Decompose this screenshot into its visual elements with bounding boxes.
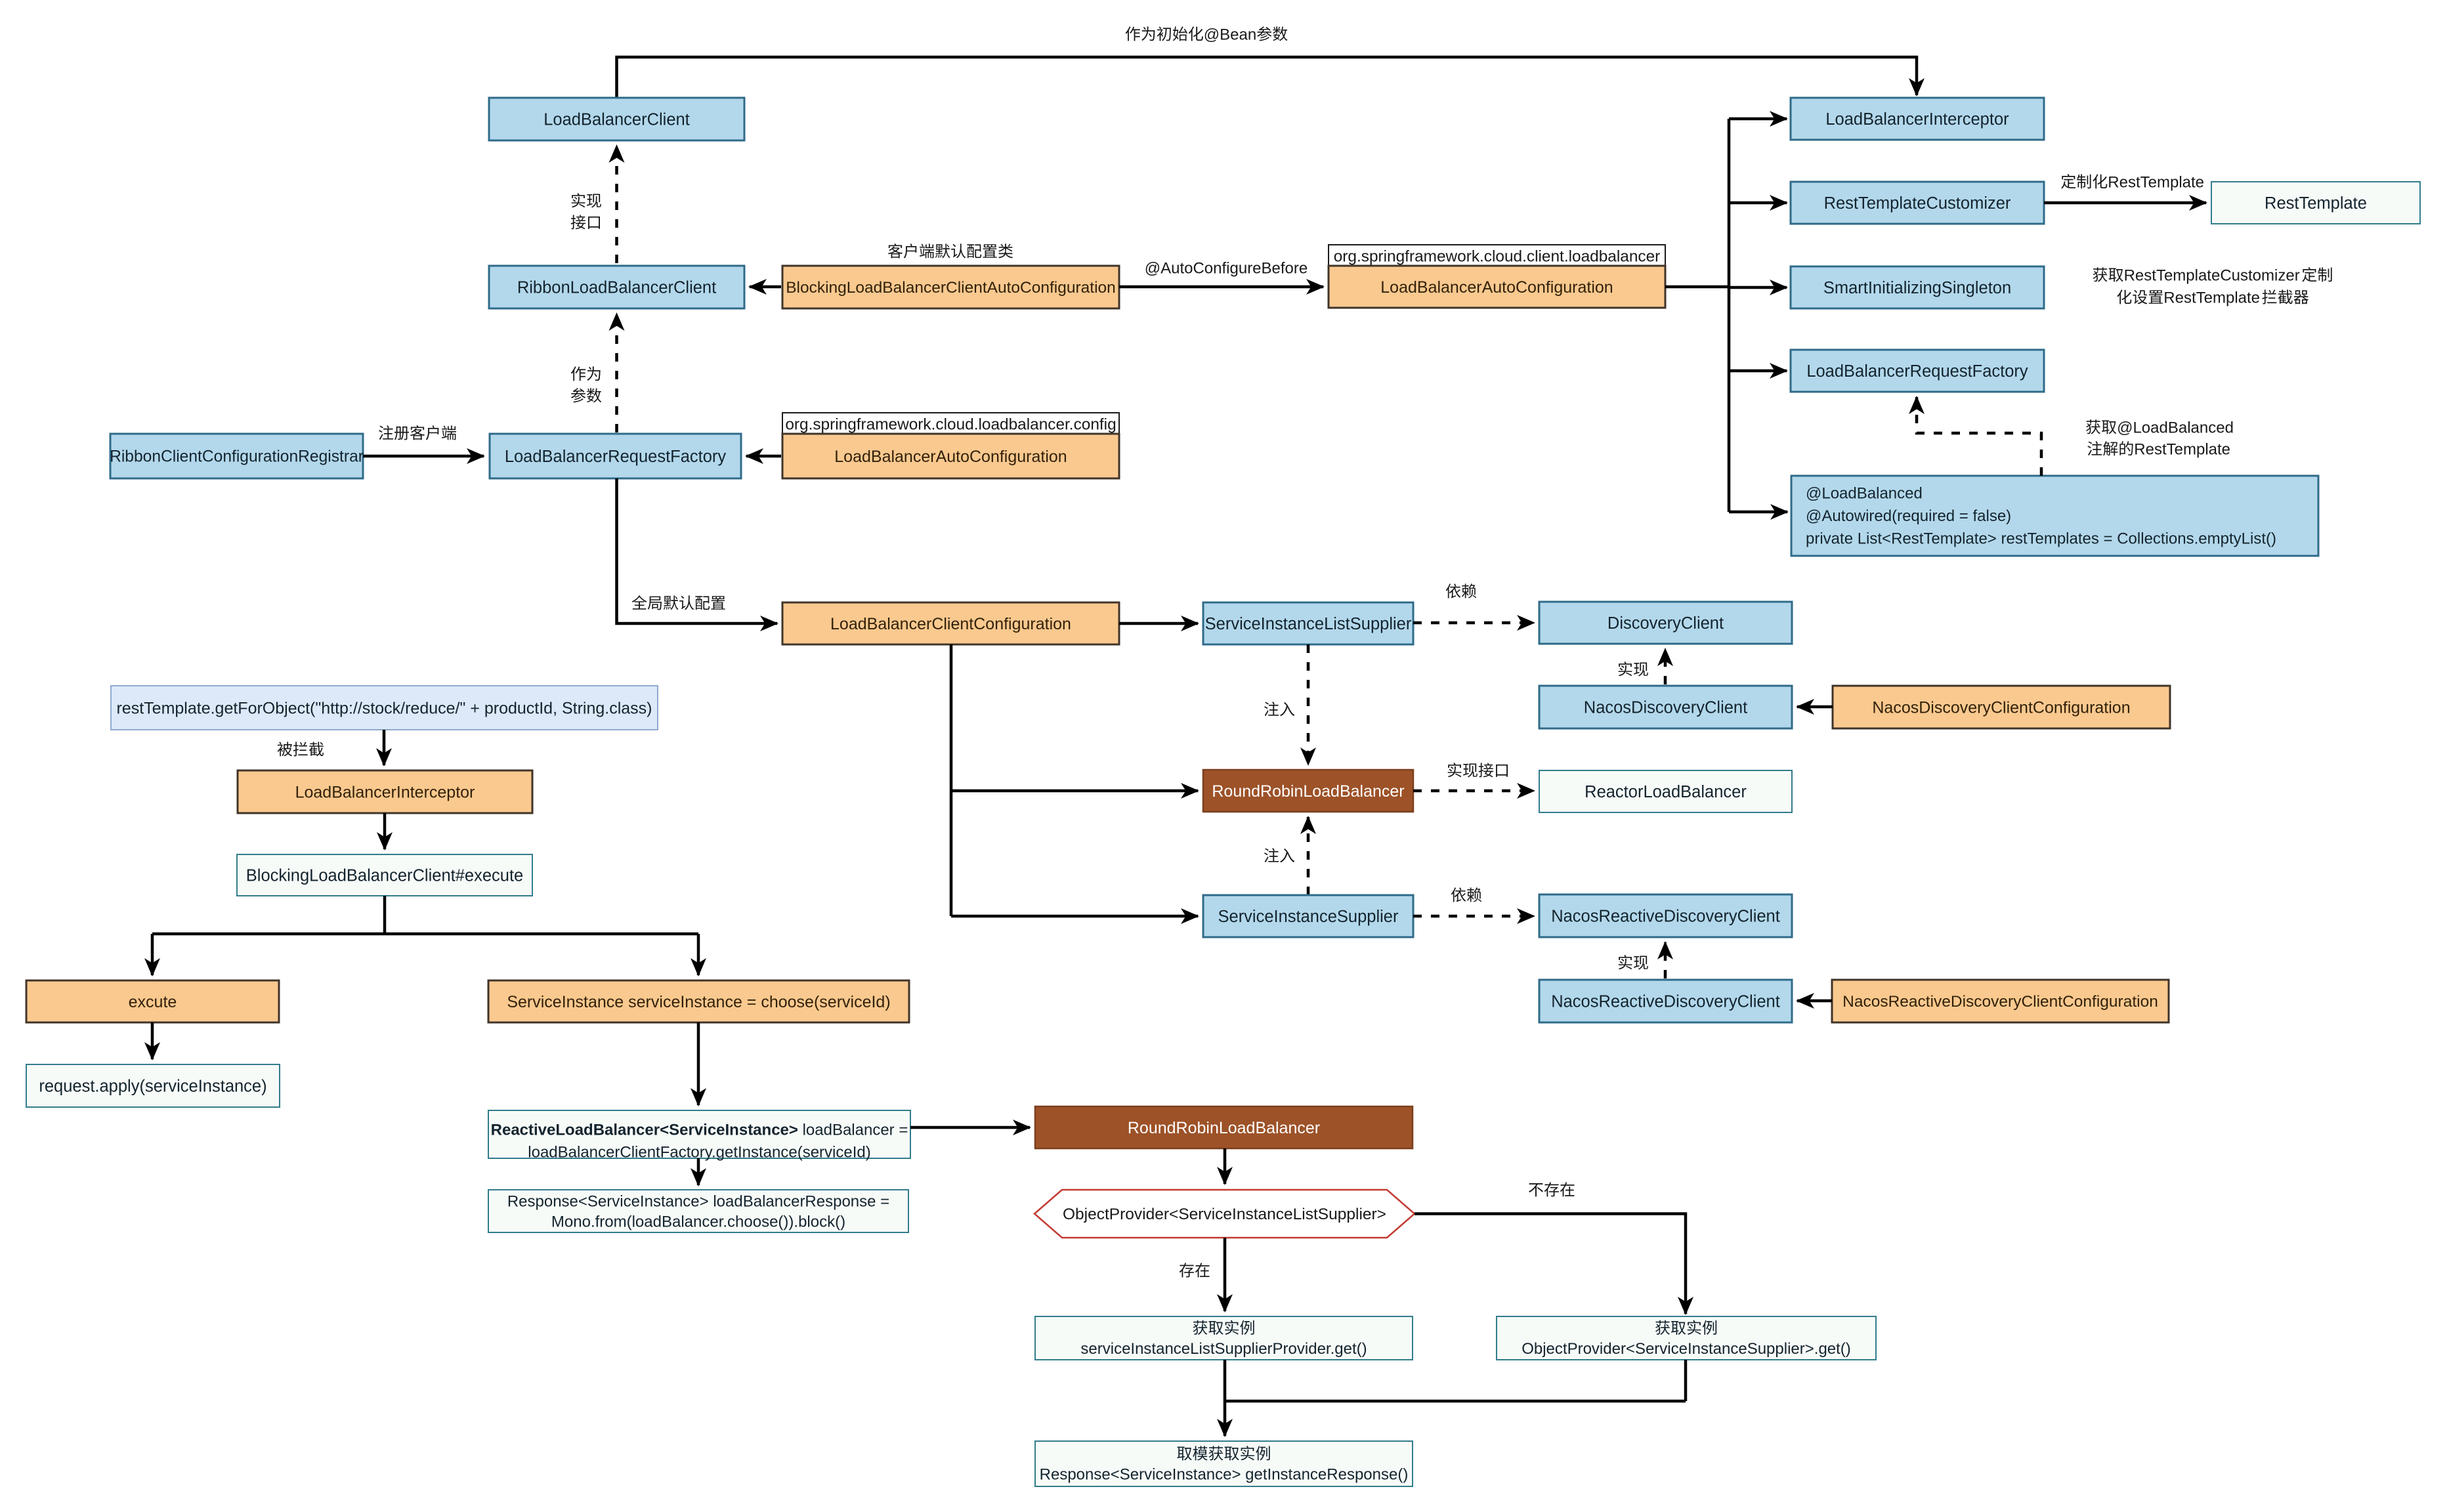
svg-text:NacosReactiveDiscoveryClient: NacosReactiveDiscoveryClient	[1551, 908, 1780, 926]
svg-text:ReactorLoadBalancer: ReactorLoadBalancer	[1585, 783, 1747, 801]
svg-text:NacosReactiveDiscoveryClient: NacosReactiveDiscoveryClient	[1551, 993, 1780, 1011]
svg-text:org.springframework.cloud.clie: org.springframework.cloud.client.loadbal…	[1334, 248, 1661, 266]
svg-text:ObjectProvider<ServiceInstance: ObjectProvider<ServiceInstanceSupplier>.…	[1521, 1340, 1851, 1358]
svg-text:LoadBalancerInterceptor: LoadBalancerInterceptor	[295, 783, 475, 801]
svg-text:@Bean: @Bean	[1204, 26, 1256, 44]
svg-text:ServiceInstanceListSupplier: ServiceInstanceListSupplier	[1205, 615, 1412, 633]
svg-text:LoadBalancerRequestFactory: LoadBalancerRequestFactory	[505, 448, 727, 466]
svg-text:request.apply(serviceInstance): request.apply(serviceInstance)	[39, 1078, 266, 1096]
svg-text:LoadBalancerClientConfiguratio: LoadBalancerClientConfiguration	[830, 615, 1071, 633]
svg-text:LoadBalancerAutoConfiguration: LoadBalancerAutoConfiguration	[834, 448, 1067, 466]
svg-text:excute: excute	[129, 993, 177, 1011]
svg-text:RoundRobinLoadBalancer: RoundRobinLoadBalancer	[1128, 1119, 1320, 1137]
svg-text:LoadBalancerClient: LoadBalancerClient	[543, 111, 690, 129]
svg-text:NacosDiscoveryClient: NacosDiscoveryClient	[1584, 699, 1747, 717]
svg-text:@LoadBalanced: @LoadBalanced	[2117, 419, 2234, 437]
svg-text:BlockingLoadBalancerClient#exe: BlockingLoadBalancerClient#execute	[246, 867, 523, 885]
svg-text:restTemplate.getForObject("htt: restTemplate.getForObject("http://stock/…	[116, 699, 652, 717]
svg-text:LoadBalancerRequestFactory: LoadBalancerRequestFactory	[1806, 362, 2028, 381]
svg-text:ServiceInstanceSupplier: ServiceInstanceSupplier	[1218, 908, 1399, 926]
svg-text:private List<RestTemplate> res: private List<RestTemplate> restTemplates…	[1806, 530, 2276, 548]
svg-text:LoadBalancerInterceptor: LoadBalancerInterceptor	[1825, 110, 2009, 129]
svg-text:RestTemplate: RestTemplate	[2134, 441, 2230, 459]
svg-text:ObjectProvider<ServiceInstance: ObjectProvider<ServiceInstanceListSuppli…	[1063, 1206, 1386, 1223]
svg-text:RibbonClientConfigurationRegis: RibbonClientConfigurationRegistrar	[110, 448, 364, 466]
svg-text:Mono.from(loadBalancer.choose(: Mono.from(loadBalancer.choose()).block()	[551, 1213, 845, 1231]
svg-text:RestTemplate: RestTemplate	[2108, 174, 2204, 192]
svg-text:RoundRobinLoadBalancer: RoundRobinLoadBalancer	[1212, 782, 1404, 801]
svg-text:RestTemplate: RestTemplate	[2163, 289, 2260, 307]
svg-text:BlockingLoadBalancerClientAuto: BlockingLoadBalancerClientAutoConfigurat…	[786, 279, 1116, 297]
svg-text:RestTemplate: RestTemplate	[2265, 194, 2367, 213]
svg-text:@AutoConfigureBefore: @AutoConfigureBefore	[1145, 260, 1308, 278]
svg-text:ReactiveLoadBalancer<ServiceIn: ReactiveLoadBalancer<ServiceInstance> lo…	[491, 1122, 908, 1139]
svg-text:org.springframework.cloud.load: org.springframework.cloud.loadbalancer.c…	[785, 416, 1116, 434]
svg-text:SmartInitializingSingleton: SmartInitializingSingleton	[1823, 279, 2011, 297]
svg-text:RibbonLoadBalancerClient: RibbonLoadBalancerClient	[517, 279, 716, 297]
svg-text:RestTemplateCustomizer: RestTemplateCustomizer	[2124, 267, 2300, 285]
svg-text:NacosDiscoveryClientConfigurat: NacosDiscoveryClientConfiguration	[1872, 698, 2130, 717]
svg-text:Response<ServiceInstance> load: Response<ServiceInstance> loadBalancerRe…	[507, 1193, 889, 1211]
svg-text:ServiceInstance serviceInstanc: ServiceInstance serviceInstance = choose…	[507, 993, 890, 1011]
svg-text:@Autowired(required = false): @Autowired(required = false)	[1806, 507, 2011, 525]
svg-text:NacosReactiveDiscoveryClientCo: NacosReactiveDiscoveryClientConfiguratio…	[1842, 993, 2158, 1011]
svg-text:Response<ServiceInstance> getI: Response<ServiceInstance> getInstanceRes…	[1040, 1466, 1409, 1484]
svg-text:@LoadBalanced: @LoadBalanced	[1806, 485, 1923, 503]
svg-text:LoadBalancerAutoConfiguration: LoadBalancerAutoConfiguration	[1380, 278, 1613, 297]
svg-text:RestTemplateCustomizer: RestTemplateCustomizer	[1824, 194, 2011, 213]
svg-text:DiscoveryClient: DiscoveryClient	[1607, 614, 1724, 633]
svg-text:serviceInstanceListSupplierPro: serviceInstanceListSupplierProvider.get(…	[1080, 1340, 1367, 1358]
